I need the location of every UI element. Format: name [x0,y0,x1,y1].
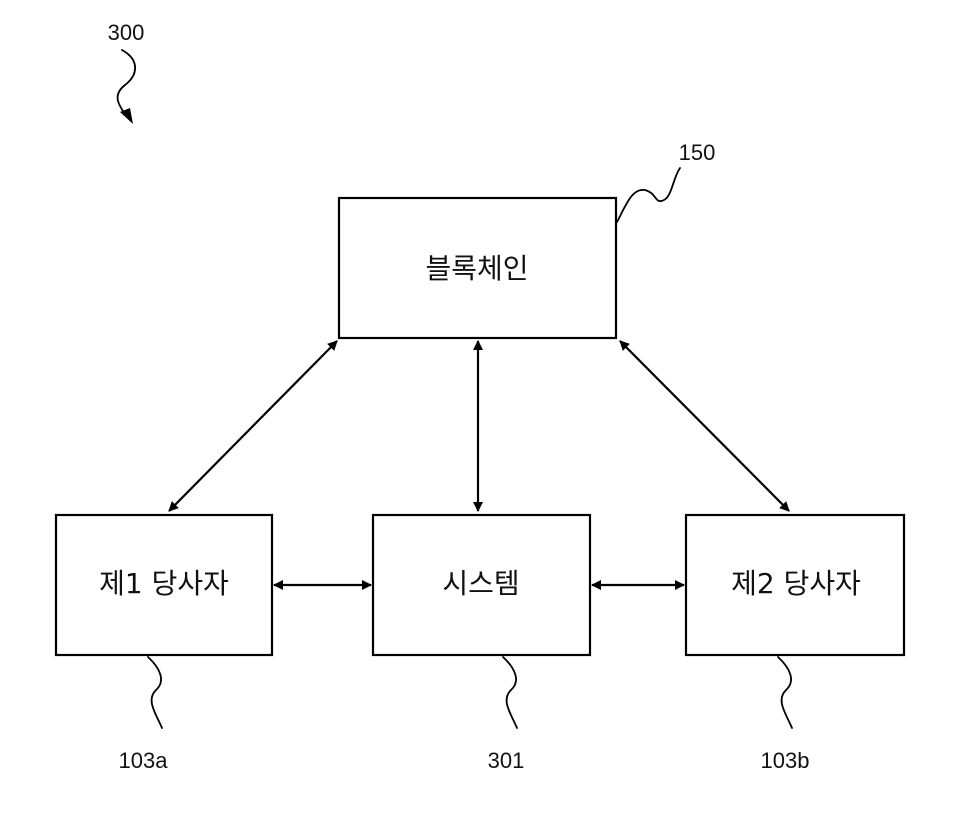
party2-ref-leader [778,657,792,728]
system-ref-label: 301 [488,748,525,773]
party1-ref-label: 103a [119,748,169,773]
party1-label: 제1 당사자 [99,567,229,600]
system-label: 시스템 [442,567,519,600]
blockchain-label: 블록체인 [425,252,528,285]
system-node: 시스템 [373,515,590,655]
system-ref-leader [503,657,517,728]
connector-blockchain-party2 [620,341,789,511]
party1-ref-leader [148,657,162,728]
blockchain-ref-leader [617,168,680,222]
party2-ref-label: 103b [761,748,810,773]
connector-blockchain-party1 [169,341,337,511]
party1-node: 제1 당사자 [56,515,272,655]
figure-ref-leader [118,50,136,118]
party2-label: 제2 당사자 [731,567,861,600]
blockchain-ref-label: 150 [679,140,716,165]
figure-ref-label: 300 [108,20,145,45]
blockchain-node: 블록체인 [339,198,616,338]
party2-node: 제2 당사자 [686,515,904,655]
